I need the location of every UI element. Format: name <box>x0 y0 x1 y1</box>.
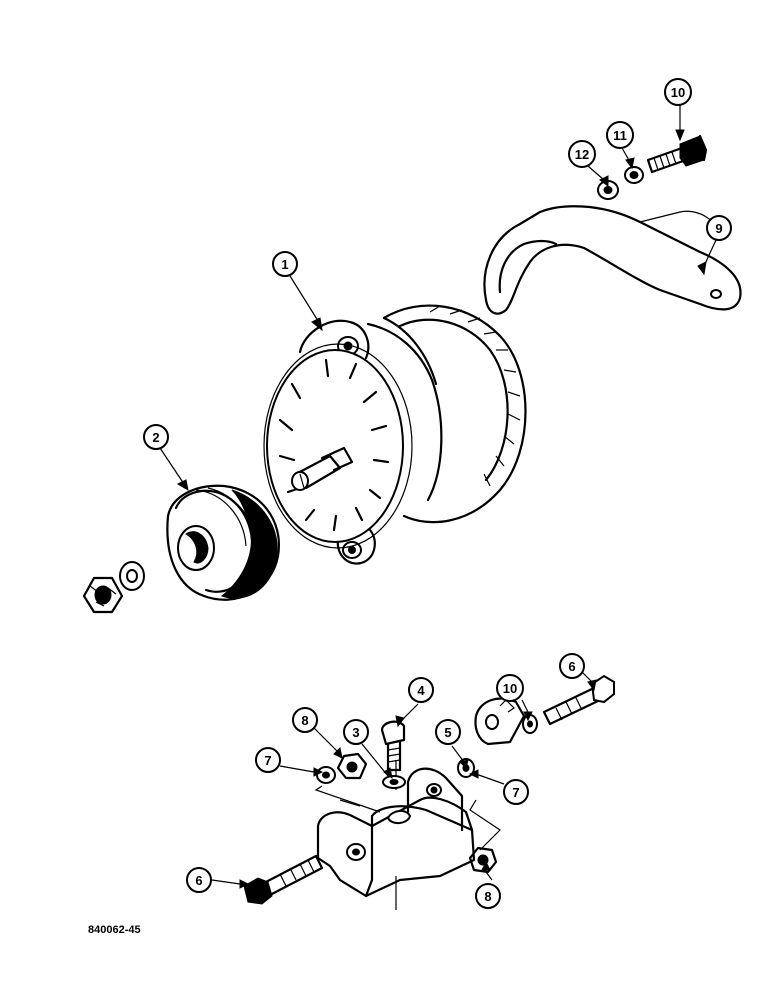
svg-text:9: 9 <box>715 221 722 236</box>
svg-text:1: 1 <box>281 257 288 272</box>
svg-text:8: 8 <box>301 713 308 728</box>
pulley-washer <box>119 561 145 591</box>
svg-text:3: 3 <box>352 725 359 740</box>
svg-text:10: 10 <box>503 681 517 696</box>
washer-center <box>382 775 406 789</box>
callout-1: 1 <box>272 251 298 277</box>
svg-text:4: 4 <box>417 683 425 698</box>
mounting-bracket <box>316 767 476 910</box>
callout-5: 5 <box>435 719 461 745</box>
svg-text:6: 6 <box>195 873 202 888</box>
svg-text:5: 5 <box>444 725 451 740</box>
svg-text:7: 7 <box>264 753 271 768</box>
washer-left <box>316 766 336 784</box>
pulley <box>166 484 281 601</box>
svg-text:10: 10 <box>671 85 685 100</box>
bracket-tab <box>474 697 526 746</box>
callout-6-upper: 6 <box>559 653 585 679</box>
callout-8-upper: 8 <box>292 707 318 733</box>
washer-upper-right <box>522 714 538 734</box>
svg-text:6: 6 <box>568 659 575 674</box>
leader-lines <box>159 104 717 885</box>
callout-10-lower: 10 <box>496 674 524 702</box>
pivot-bolt-center <box>380 720 406 772</box>
callout-6-lower: 6 <box>186 867 212 893</box>
svg-text:7: 7 <box>512 785 519 800</box>
callout-12: 12 <box>568 140 596 168</box>
svg-text:2: 2 <box>152 430 159 445</box>
svg-text:11: 11 <box>613 128 627 143</box>
adjusting-strap <box>483 205 742 315</box>
alignment-lines <box>314 760 501 851</box>
figure-code: 840062-45 <box>88 924 141 936</box>
pulley-nut <box>82 576 124 614</box>
callout-7-left: 7 <box>255 747 281 773</box>
leader-arrowheads <box>176 129 707 889</box>
nut-left <box>336 752 368 780</box>
callout-9: 9 <box>706 215 732 241</box>
callout-8-lower: 8 <box>475 883 501 909</box>
alternator <box>263 304 527 565</box>
callout-3: 3 <box>343 719 369 745</box>
bolt-lower-left <box>243 854 324 905</box>
bolt-upper-right <box>542 674 615 726</box>
lock-washer-top <box>624 166 644 184</box>
adjusting-bolt <box>646 134 708 174</box>
svg-text:12: 12 <box>575 147 589 162</box>
callout-10-upper: 10 <box>664 78 692 106</box>
callout-4: 4 <box>408 677 434 703</box>
svg-text:8: 8 <box>484 889 491 904</box>
callout-2: 2 <box>143 424 169 450</box>
callout-7-right: 7 <box>503 779 529 805</box>
callout-11: 11 <box>606 121 634 149</box>
